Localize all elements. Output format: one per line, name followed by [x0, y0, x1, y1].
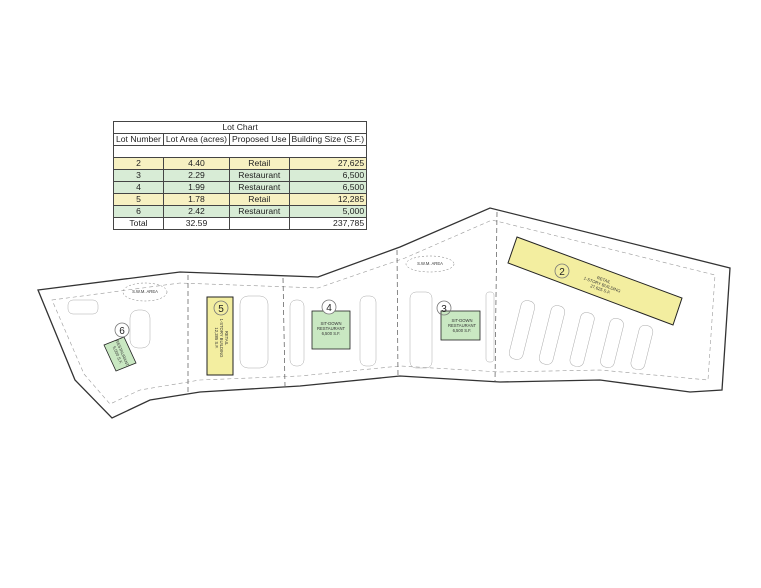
lot-number-label: 3 [441, 304, 447, 315]
total-size: 237,785 [288, 217, 368, 230]
total-use [229, 217, 290, 230]
building-lot-6[interactable]: 6 RESTAURANT 5,000 S.F. [103, 322, 137, 372]
lot-number-label: 4 [326, 303, 332, 314]
table-row: 5 1.78 Retail 12,285 [113, 193, 368, 206]
building-label: RETAIL [224, 331, 229, 346]
lot-area: 2.42 [162, 205, 231, 218]
lot-number: 4 [113, 181, 164, 194]
lot-number-label: 6 [119, 326, 125, 337]
lot-number: 5 [113, 193, 164, 206]
building-lot-4[interactable]: 4 SIT-DOWN RESTAURANT 6,500 S.F. [311, 299, 351, 350]
building-lot-2[interactable]: 2 RETAIL 1-STORY BUILDING 27,625 S.F. [507, 236, 683, 326]
lot-area: 1.78 [162, 193, 231, 206]
lot-number: 3 [113, 169, 164, 182]
building-label: 6,500 S.F. [322, 331, 341, 336]
swm-areas: S.W.M. AREA S.W.M. AREA [122, 255, 455, 302]
parcel-boundary [37, 207, 731, 419]
building-lot-5[interactable]: 5 RETAIL 1-STORY BUILDING 12,285 S.F. [206, 296, 234, 376]
lot-dividers [187, 211, 498, 392]
building-label: 5,000 S.F. [112, 345, 124, 364]
building-lot-3[interactable]: 3 SIT-DOWN RESTAURANT 6,500 S.F. [436, 300, 481, 341]
parking-areas [67, 291, 654, 370]
internal-drive [51, 219, 716, 405]
lot-number-label: 5 [218, 304, 224, 315]
building-size: 12,285 [288, 193, 368, 206]
lot-area: 4.40 [162, 157, 231, 170]
building-label: 6,500 S.F. [453, 328, 472, 333]
total-row: Total 32.59 237,785 [113, 217, 368, 230]
building-label: 27,625 S.F. [590, 283, 612, 295]
building-label: RESTAURANT [448, 323, 477, 328]
swm-label: S.W.M. AREA [417, 261, 443, 266]
table-row: 6 2.42 Restaurant 5,000 [113, 205, 368, 218]
lot-number-label: 2 [559, 267, 565, 278]
lot-chart-table: Lot Chart Lot Number Lot Area (acres) Pr… [112, 121, 368, 230]
swm-label: S.W.M. AREA [132, 289, 158, 294]
lot-area: 1.99 [162, 181, 231, 194]
table-row: 4 1.99 Restaurant 6,500 [113, 181, 368, 194]
lot-number: 6 [113, 205, 164, 218]
building-label: 1-STORY BUILDING [219, 319, 224, 358]
building-label: RETAIL [596, 275, 612, 285]
table-row: 2 4.40 Retail 27,625 [113, 157, 368, 170]
building-label: SIT-DOWN [321, 321, 342, 326]
building-size: 6,500 [288, 169, 368, 182]
table-row: 3 2.29 Restaurant 6,500 [113, 169, 368, 182]
building-label: RESTAURANT [317, 326, 346, 331]
building-label: SIT-DOWN [452, 318, 473, 323]
building-label: 12,285 S.F. [214, 327, 219, 348]
